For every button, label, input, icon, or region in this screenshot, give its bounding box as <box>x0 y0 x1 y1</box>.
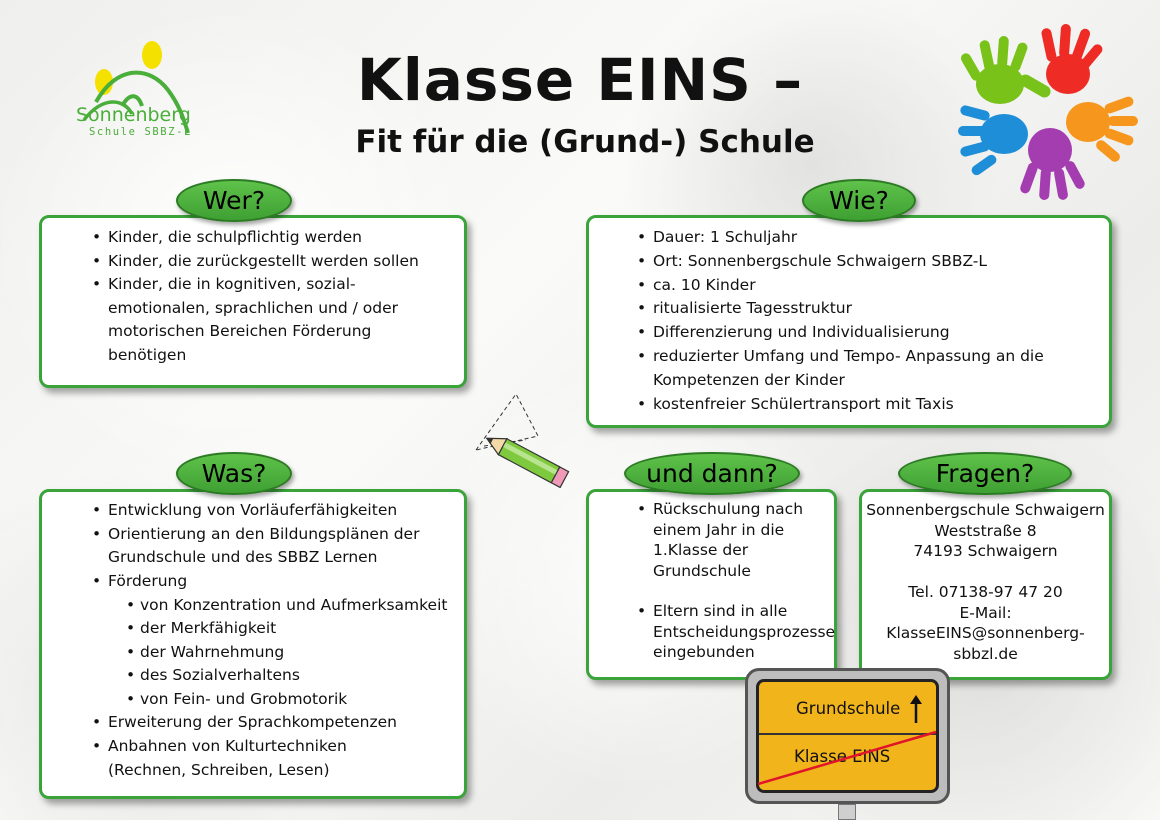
fragen-heading: Fragen? <box>898 452 1072 495</box>
was-sub-list: von Konzentration und Aufmerksamkeit der… <box>88 594 454 712</box>
list-item: Erweiterung der Sprachkompetenzen <box>88 711 454 735</box>
list-item: von Fein- und Grobmotorik <box>122 688 454 712</box>
sub-list-container: von Konzentration und Aufmerksamkeit der… <box>88 594 454 712</box>
town-sign-face <box>756 679 939 793</box>
list-item: Förderung <box>88 570 454 594</box>
wer-heading: Wer? <box>176 179 292 222</box>
page-subtitle: Fit für die (Grund-) Schule <box>355 124 815 160</box>
contact-email-label: E-Mail: <box>959 603 1012 622</box>
was-list: Entwicklung von Vorläuferfähigkeiten Ori… <box>88 499 454 782</box>
was-heading: Was? <box>176 452 292 495</box>
page-title: Klasse EINS – <box>356 46 804 114</box>
wer-list: Kinder, die schulpflichtig werden Kinder… <box>88 226 454 367</box>
contact-email[interactable]: KlasseEINS@sonnenberg- sbbzl.de <box>866 623 1105 664</box>
sonnenberg-logo-icon <box>82 41 190 134</box>
list-item: der Wahrnehmung <box>122 641 454 665</box>
list-item: reduzierter Umfang und Tempo- Anpassung … <box>633 345 1099 393</box>
wie-box: Dauer: 1 Schuljahr Ort: Sonnenbergschule… <box>586 215 1112 428</box>
colorful-hands-icon <box>958 22 1138 202</box>
list-item: Eltern sind in alle Entscheidungsprozess… <box>633 601 835 663</box>
logo-name: Sonnenberg <box>76 104 191 126</box>
contact-phone: Tel. 07138-97 47 20 <box>908 583 1063 601</box>
sign-pole <box>838 804 856 820</box>
list-item: des Sozialverhaltens <box>122 664 454 688</box>
contact-email-line1: KlasseEINS@sonnenberg- <box>886 624 1085 642</box>
list-item: Anbahnen von Kulturtechniken (Rechnen, S… <box>88 735 454 782</box>
pencil-drawing-icon <box>466 388 576 489</box>
list-item: Entwicklung von Vorläuferfähigkeiten <box>88 499 454 523</box>
contact-school: Sonnenbergschule Schwaigern <box>866 501 1105 519</box>
list-item: Kinder, die in kognitiven, sozial-emotio… <box>88 273 454 367</box>
was-box: Entwicklung von Vorläuferfähigkeiten Ori… <box>39 489 467 799</box>
list-item: von Konzentration und Aufmerksamkeit <box>122 594 454 618</box>
fragen-box: Sonnenbergschule Schwaigern Weststraße 8… <box>859 489 1112 680</box>
list-item: Orientierung an den Bildungsplänen der G… <box>88 523 454 570</box>
contact-email-line2: sbbzl.de <box>953 644 1018 663</box>
list-item: kostenfreier Schülertransport mit Taxis <box>633 393 1099 417</box>
strike-line <box>756 728 939 788</box>
und-dann-box: Rückschulung nach einem Jahr in die 1.Kl… <box>586 489 837 680</box>
list-item: Kinder, die zurückgestellt werden sollen <box>88 250 454 274</box>
sign-top-label: Grundschule <box>796 699 901 718</box>
sonnenberg-logo: Sonnenberg Schule SBBZ-L <box>72 38 212 163</box>
contact-street: Weststraße 8 <box>934 521 1037 540</box>
list-item: Differenzierung und Individualisierung <box>633 321 1099 345</box>
contact-city: 74193 Schwaigern <box>913 542 1058 560</box>
list-item: Dauer: 1 Schuljahr <box>633 226 1099 250</box>
list-item: ca. 10 Kinder <box>633 274 1099 298</box>
list-item: Kinder, die schulpflichtig werden <box>88 226 454 250</box>
wer-box: Kinder, die schulpflichtig werden Kinder… <box>39 215 467 388</box>
wie-heading: Wie? <box>802 179 916 222</box>
list-item: der Merkfähigkeit <box>122 617 454 641</box>
arrow-up-icon <box>908 695 924 725</box>
contact-info: Sonnenbergschule Schwaigern Weststraße 8… <box>866 500 1105 664</box>
und-dann-list: Rückschulung nach einem Jahr in die 1.Kl… <box>633 499 835 663</box>
und-dann-heading: und dann? <box>624 452 800 495</box>
list-item: ritualisierte Tagesstruktur <box>633 297 1099 321</box>
wie-list: Dauer: 1 Schuljahr Ort: Sonnenbergschule… <box>633 226 1099 416</box>
town-sign-divider <box>759 733 936 735</box>
list-item: Ort: Sonnenbergschule Schwaigern SBBZ-L <box>633 250 1099 274</box>
list-item: Rückschulung nach einem Jahr in die 1.Kl… <box>633 499 828 581</box>
logo-subtitle: Schule SBBZ-L <box>89 126 192 138</box>
